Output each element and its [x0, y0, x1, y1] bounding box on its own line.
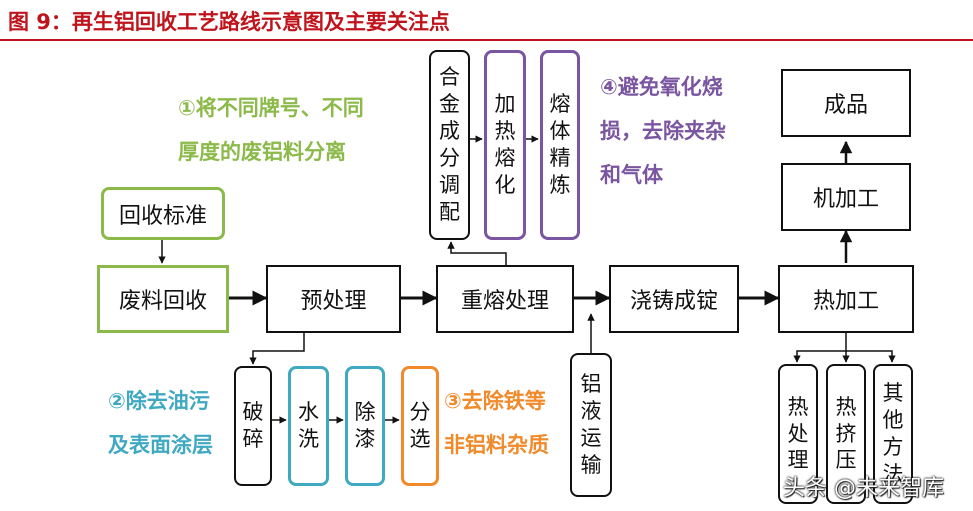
casting-ingot-box: 浇铸成锭: [609, 265, 739, 333]
machining-box: 机加工: [781, 163, 911, 231]
note-4-oxidation: ④避免氧化烧 损，去除夹杂 和气体: [600, 75, 726, 187]
title-rule: [0, 39, 973, 41]
paint-removal-box: 除 漆: [345, 366, 385, 486]
pretreatment-box: 预处理: [266, 265, 401, 333]
crushing-box: 破 碎: [234, 366, 272, 486]
note-3-impurity-removal: ③去除铁等 非铝料杂质: [444, 389, 549, 457]
other-methods-box: 其 他 方 法: [873, 364, 913, 504]
finished-product-box: 成品: [781, 69, 911, 137]
remelting-box: 重熔处理: [436, 265, 574, 333]
hot-extrusion-box: 热 挤 压: [826, 364, 866, 504]
liquid-transport-box: 铝 液 运 输: [570, 353, 612, 497]
water-wash-box: 水 洗: [288, 366, 329, 486]
melt-refining-box: 熔 体 精 炼: [540, 50, 580, 240]
watermark: 头条 @未来智库: [783, 476, 944, 501]
note-2-oil-removal: ②除去油污 及表面涂层: [108, 389, 213, 457]
alloy-composition-box: 合 金 成 分 调 配: [429, 50, 470, 240]
sorting-box: 分 选: [401, 366, 439, 486]
scrap-collection-box: 废料回收: [97, 265, 229, 333]
recovery-standard-box: 回收标准: [101, 187, 225, 240]
figure-title: 图 9：再生铝回收工艺路线示意图及主要关注点: [8, 10, 450, 34]
heat-treatment-box: 热 处 理: [778, 364, 818, 504]
hot-working-box: 热加工: [778, 265, 914, 333]
note-1-separation: ①将不同牌号、不同 厚度的废铝料分离: [178, 96, 364, 164]
heating-melting-box: 加 热 熔 化: [484, 50, 526, 240]
